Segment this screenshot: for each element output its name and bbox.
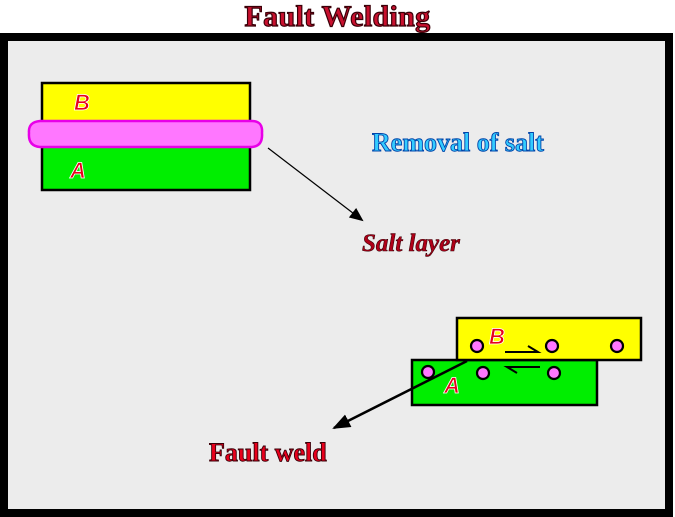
layer-a-block — [40, 140, 252, 192]
welded-block-b — [455, 316, 643, 362]
label-b-top: B — [74, 90, 90, 115]
weld-dot — [546, 365, 562, 381]
weld-dot — [609, 338, 625, 354]
diagram-title: Fault Welding — [244, 0, 431, 34]
label-b-bottom: B — [489, 324, 505, 349]
weld-dot — [544, 338, 560, 354]
label-a-bottom: A — [443, 373, 460, 398]
weld-dot — [420, 364, 436, 380]
salt-layer-shape — [27, 119, 264, 149]
fault-weld-label: Fault weld — [209, 438, 327, 467]
salt-layer-label: Salt layer — [362, 230, 460, 257]
weld-dots — [420, 338, 625, 381]
welded-block-a — [410, 358, 599, 407]
slip-arrow-right — [505, 345, 542, 353]
weld-dot — [469, 338, 485, 354]
salt-pointer-arrow — [267, 147, 364, 222]
fault-weld-pointer-arrow — [332, 359, 468, 430]
layer-b-block — [40, 81, 252, 127]
slip-arrow-left — [503, 366, 540, 374]
weld-dot — [475, 365, 491, 381]
removal-of-salt-label: Removal of salt — [372, 128, 544, 157]
label-a-top: A — [69, 158, 86, 183]
